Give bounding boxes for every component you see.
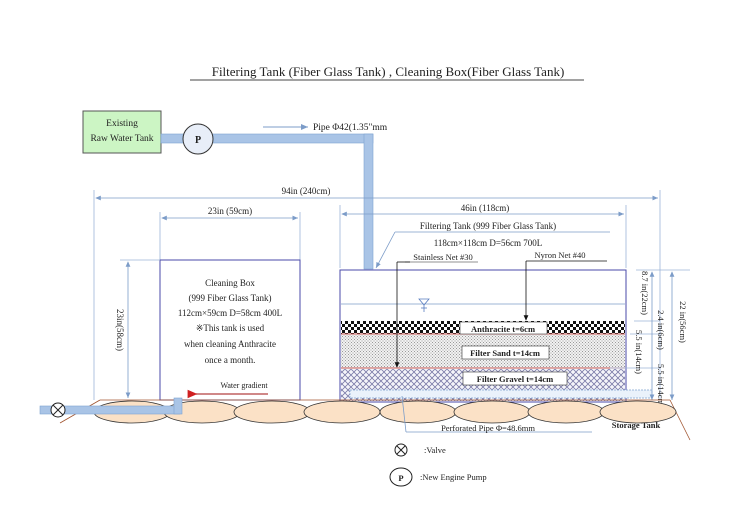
dim-total-depth-label: 22 in(56cm)	[678, 301, 688, 343]
diagram-title: Filtering Tank (Fiber Glass Tank) , Clea…	[212, 64, 565, 79]
legend: :Valve P :New Engine Pump	[389, 443, 487, 487]
legend-pump-symbol: P	[398, 473, 403, 483]
cleaning-line-4: when cleaning Anthracite	[184, 339, 276, 349]
dim-cleaning-height: 23in(58cm)	[115, 259, 160, 398]
dim-right-side: 8.7 in(22cm) 2.4 in(6cm) 5.5 in(14cm) 5.…	[610, 269, 690, 408]
filter-tank-leader-diag	[375, 231, 396, 269]
pump-icon: P	[182, 123, 214, 155]
raw-tank-line1: Existing	[106, 119, 138, 129]
supply-pipe	[160, 133, 374, 270]
gravel-label-box	[462, 371, 568, 386]
water-level-icon	[418, 298, 430, 312]
dim-filter-width-label: 46in (118cm)	[461, 203, 509, 213]
perforated-pipe-label: Perforated Pipe Φ=48.6mm	[441, 423, 535, 433]
anthracite-label: Anthracite t=6cm	[471, 324, 535, 334]
dim-sand-label: 5.5 in(14cm)	[634, 330, 644, 374]
cleaning-box: Cleaning Box (999 Fiber Glass Tank) 112c…	[159, 259, 301, 401]
filter-tank-name: Filtering Tank (999 Fiber Glass Tank)	[420, 221, 556, 231]
dim-cleaning-height-label: 23in(58cm)	[115, 309, 125, 351]
pipe-label: Pipe Φ42(1.35"mm	[313, 122, 388, 133]
storage-tank-label: Storage Tank	[612, 420, 661, 430]
dim-gravel-label: 5.5 in(14cm)	[656, 364, 666, 408]
dim-cleaning-width-label: 23in (59cm)	[208, 206, 252, 216]
sand-label: Filter Sand t=14cm	[470, 348, 540, 358]
dim-cleaning-width: 23in (59cm)	[159, 206, 301, 260]
legend-valve-icon	[394, 443, 408, 457]
water-gradient-label: Water gradient	[220, 381, 268, 390]
raw-tank-line2: Raw Water Tank	[90, 134, 153, 144]
dim-anthracite-label: 2.4 in(6cm)	[656, 310, 666, 350]
sand-label-box	[461, 345, 550, 360]
dim-freeboard-label: 8.7 in(22cm)	[640, 271, 650, 315]
stainless-net-label: Stainless Net #30	[413, 252, 473, 262]
anthracite-label-box	[459, 321, 548, 335]
cleaning-line-2: 112cm×59cm D=58cm 400L	[178, 308, 282, 318]
nylon-net-label: Nyron Net #40	[535, 250, 586, 260]
cleaning-line-3: ※This tank is used	[196, 323, 265, 333]
legend-valve-label: :Valve	[424, 445, 446, 455]
filtering-tank: Anthracite t=6cm Filter Sand t=14cm Filt…	[339, 269, 653, 403]
cleaning-line-1: (999 Fiber Glass Tank)	[189, 293, 272, 303]
dim-overall: 94in (240cm)	[93, 186, 661, 400]
cleaning-line-0: Cleaning Box	[205, 278, 255, 288]
legend-pump-icon: P	[389, 467, 413, 487]
drain-pipe	[39, 397, 183, 415]
valve-icon[interactable]	[50, 402, 66, 418]
cleaning-line-5: once a month.	[205, 355, 256, 365]
pump-symbol: P	[195, 135, 201, 146]
dim-filter-width: 46in (118cm)	[339, 203, 627, 268]
raw-water-tank: Existing Raw Water Tank	[82, 110, 162, 154]
dim-overall-label: 94in (240cm)	[282, 186, 331, 196]
legend-pump-label: :New Engine Pump	[420, 472, 487, 482]
filter-tank-spec: 118cm×118cm D=56cm 700L	[434, 238, 542, 248]
gravel-label: Filter Gravel t=14cm	[477, 374, 553, 384]
perforated-pipe	[349, 389, 653, 399]
